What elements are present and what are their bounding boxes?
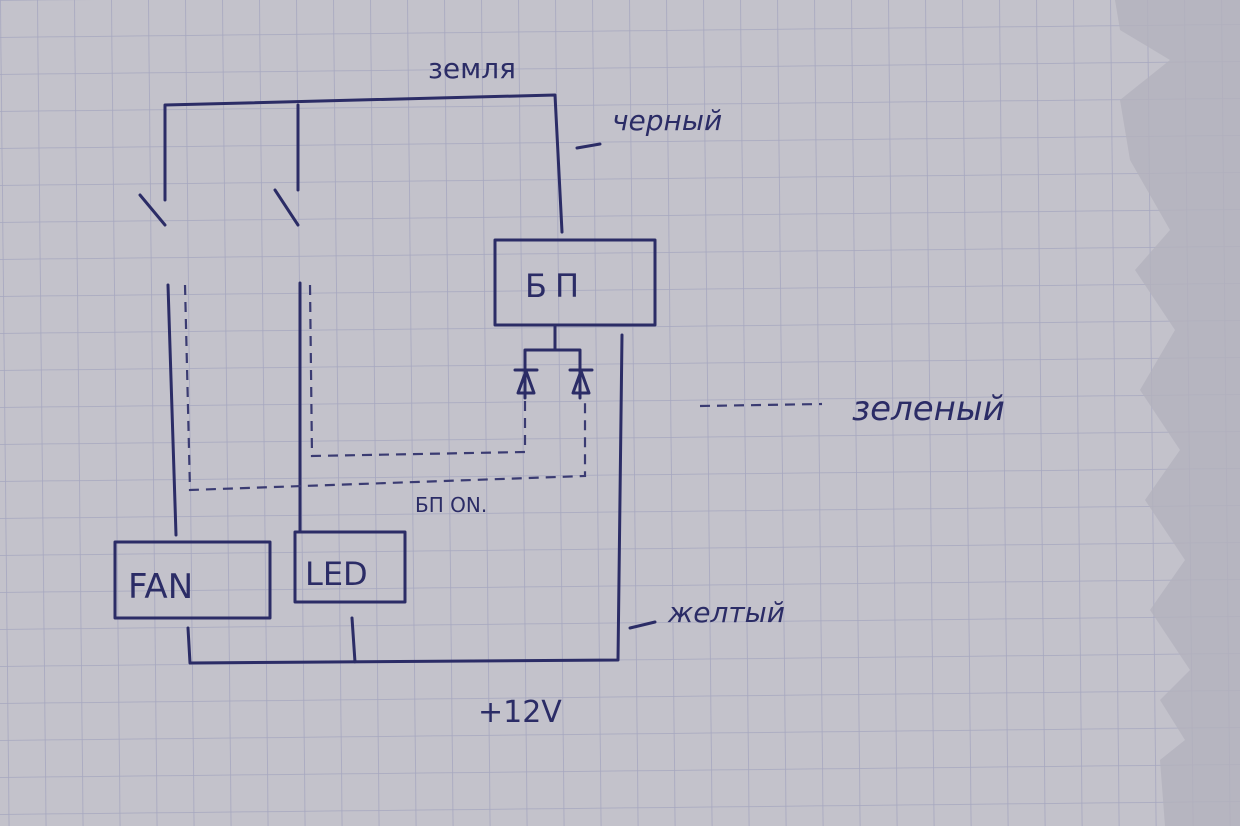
psu-on-label: БП ON.	[415, 493, 487, 517]
yellow-label: желтый	[667, 596, 785, 629]
fan-switch	[138, 193, 167, 227]
led-label: LED	[305, 555, 368, 593]
psu-box	[493, 238, 657, 327]
green-leader	[699, 402, 823, 408]
fan-wire	[166, 283, 178, 537]
black-tick	[575, 142, 602, 150]
plus12v-wire	[186, 333, 624, 665]
yellow-tick	[628, 620, 657, 630]
psu-label: БП	[525, 267, 587, 305]
led-signal-dashed	[308, 284, 527, 458]
diode-wires	[523, 323, 582, 400]
led-switch	[273, 188, 300, 227]
torn-paper-edge	[1115, 0, 1240, 826]
fan-label: FAN	[128, 567, 193, 607]
black-label: черный	[612, 104, 722, 137]
led-box	[293, 530, 407, 604]
fan-box	[113, 540, 272, 620]
green-label: зеленый	[852, 389, 1005, 429]
fan-signal-dashed	[183, 284, 587, 492]
wires	[113, 93, 823, 665]
ground-label: земля	[428, 52, 516, 85]
diodes	[513, 368, 594, 395]
ground-wire	[163, 93, 564, 234]
plus12v-label: +12V	[478, 695, 562, 730]
